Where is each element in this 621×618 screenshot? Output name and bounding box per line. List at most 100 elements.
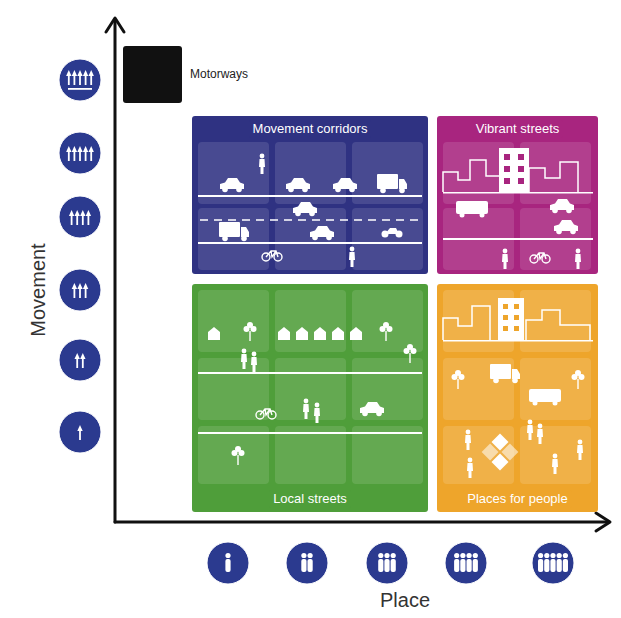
box-title: Vibrant streets bbox=[472, 120, 564, 138]
label-holder: Movement bbox=[26, 243, 50, 336]
places-for-people-box: Places for people bbox=[437, 284, 598, 512]
icon-circle bbox=[59, 339, 101, 381]
person-symbol bbox=[473, 553, 478, 572]
motorbike-symbol bbox=[382, 228, 403, 238]
arrow-symbol bbox=[75, 353, 80, 368]
tile bbox=[352, 290, 423, 352]
bus-symbol bbox=[529, 389, 561, 406]
window bbox=[504, 154, 510, 160]
window bbox=[503, 315, 508, 320]
movement-axis bbox=[114, 20, 117, 522]
road-line bbox=[198, 242, 422, 244]
arrow-symbol bbox=[77, 70, 82, 85]
person-symbol bbox=[454, 553, 459, 572]
arrow-symbol bbox=[83, 146, 88, 161]
person-symbol bbox=[378, 553, 383, 572]
pedestrian-symbol bbox=[251, 352, 257, 372]
icon-circle bbox=[59, 269, 101, 311]
pedestrian-symbol bbox=[552, 454, 558, 474]
vibrant-streets-illustration bbox=[443, 142, 593, 270]
window bbox=[514, 315, 519, 320]
window bbox=[503, 326, 508, 331]
window bbox=[514, 304, 519, 309]
window bbox=[504, 178, 510, 184]
pedestrian-symbol bbox=[467, 458, 473, 478]
house-symbol bbox=[332, 327, 344, 340]
arrow-symbol bbox=[75, 210, 80, 225]
building-outline bbox=[443, 306, 590, 340]
tree-symbol bbox=[244, 322, 257, 341]
person-symbol bbox=[550, 553, 555, 572]
arrow-symbol bbox=[89, 70, 94, 85]
box-title: Movement corridors bbox=[249, 120, 372, 138]
icon-circle bbox=[59, 196, 101, 238]
tile bbox=[520, 208, 591, 270]
road-line bbox=[198, 372, 422, 374]
movement-corridors-box: Movement corridors bbox=[192, 116, 428, 274]
arrow-symbol bbox=[77, 283, 82, 298]
person-symbol bbox=[308, 553, 313, 572]
tile bbox=[443, 290, 514, 352]
place-axis bbox=[115, 521, 608, 524]
bicycle-symbol bbox=[530, 253, 550, 263]
icon-circle bbox=[286, 542, 328, 584]
icon-circle bbox=[366, 542, 408, 584]
pedestrian-symbol bbox=[314, 403, 320, 423]
motorway-box: Motorways bbox=[123, 46, 182, 103]
arrow-symbol bbox=[86, 210, 91, 225]
axis-arrowhead bbox=[596, 513, 610, 531]
bicycle-symbol bbox=[262, 251, 282, 261]
car-symbol bbox=[554, 220, 578, 234]
window bbox=[518, 166, 524, 172]
tree-symbol bbox=[452, 370, 465, 389]
person-symbol bbox=[391, 553, 396, 572]
icon-circle bbox=[59, 132, 101, 174]
house-symbol bbox=[314, 327, 326, 340]
background-tiles bbox=[443, 290, 591, 484]
plaza-paving bbox=[482, 434, 519, 471]
box-title: Places for people bbox=[463, 490, 571, 508]
window bbox=[518, 154, 524, 160]
tile bbox=[443, 426, 514, 484]
arrow-symbol bbox=[83, 283, 88, 298]
person-symbol bbox=[225, 553, 230, 572]
arrow-symbol bbox=[83, 70, 88, 85]
person-symbol bbox=[563, 553, 568, 572]
house-symbol bbox=[350, 327, 362, 340]
movement-icons bbox=[59, 59, 101, 453]
place-icon bbox=[286, 542, 328, 584]
tile bbox=[352, 208, 423, 270]
tile bbox=[520, 142, 591, 204]
arrow-symbol bbox=[80, 210, 85, 225]
tile bbox=[443, 142, 514, 204]
tile bbox=[198, 426, 269, 484]
tile bbox=[198, 290, 269, 352]
pedestrian-symbol bbox=[241, 349, 247, 369]
tree-symbol bbox=[380, 322, 393, 341]
truck-symbol bbox=[219, 222, 249, 241]
tile bbox=[352, 358, 423, 420]
movement-icon bbox=[59, 339, 101, 381]
axes bbox=[106, 18, 610, 531]
icon-circle bbox=[532, 542, 574, 584]
road-line bbox=[443, 238, 593, 240]
movement-corridors-illustration bbox=[198, 142, 423, 270]
tile bbox=[443, 208, 514, 270]
car-symbol bbox=[550, 199, 574, 213]
tree-symbol bbox=[404, 344, 417, 363]
person-symbol bbox=[460, 553, 465, 572]
person-symbol bbox=[557, 553, 562, 572]
pedestrian-symbol bbox=[303, 399, 309, 419]
pedestrian-symbol bbox=[577, 440, 583, 460]
local-streets-illustration bbox=[198, 290, 423, 484]
background-tiles bbox=[198, 290, 423, 484]
building bbox=[499, 148, 529, 192]
ground-line bbox=[443, 340, 593, 342]
label-holder: Place bbox=[380, 588, 430, 612]
axis-label: Movement bbox=[26, 243, 50, 336]
tile bbox=[352, 142, 423, 204]
pedestrian-symbol bbox=[575, 249, 581, 269]
bus-symbol bbox=[456, 201, 488, 218]
house-symbol bbox=[278, 327, 290, 340]
